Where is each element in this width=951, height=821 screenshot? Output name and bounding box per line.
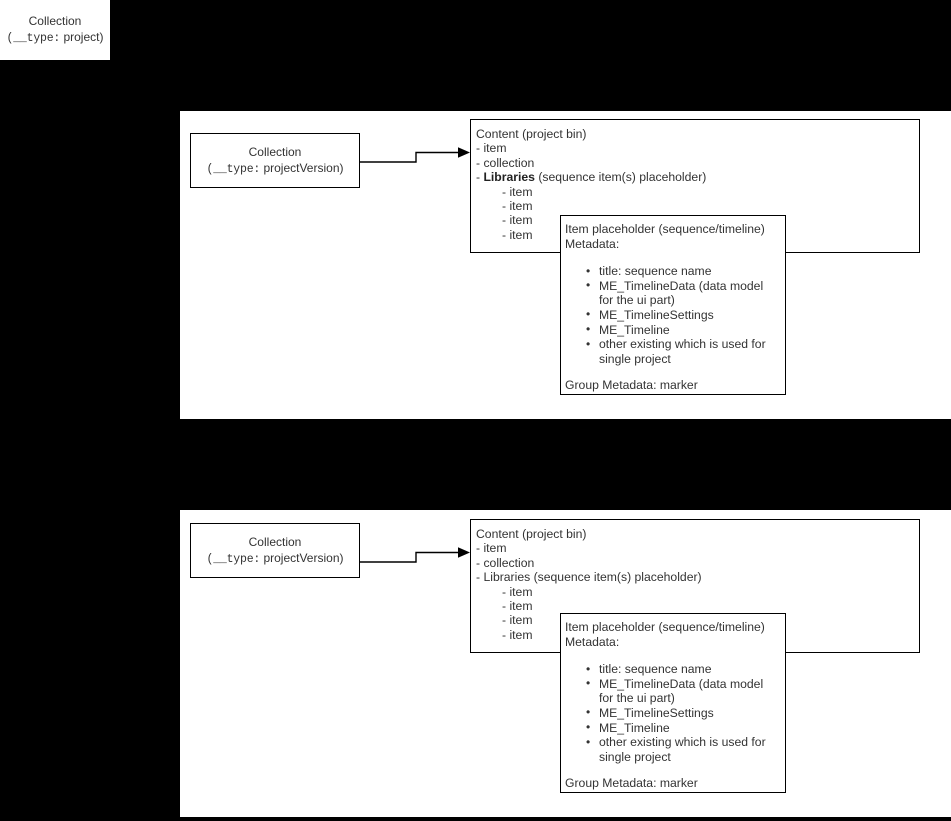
libraries-rest-top: (sequence item(s) placeholder) (534, 170, 707, 185)
content-child-1-top: - item (502, 184, 533, 199)
content-child-2-top: - item (502, 199, 533, 214)
collection-type-top: (__type: projectVersion) (191, 160, 359, 178)
content-child-4-top: - item (502, 227, 533, 242)
content-child-1-bottom: - item (502, 584, 533, 599)
item-placeholder-box-bottom[interactable]: Item placeholder (sequence/timeline) Met… (560, 613, 786, 793)
content-line-libraries-bottom: - Libraries (sequence item(s) placeholde… (476, 570, 919, 584)
metadata-item-other-bottom: other existing which is used for single … (586, 735, 779, 764)
placeholder-metadata-list-top: title: sequence name ME_TimelineData (da… (565, 264, 785, 366)
collection-type-key-top: (__type: (206, 162, 261, 176)
placeholder-title-bottom: Item placeholder (sequence/timeline) (565, 620, 765, 634)
item-placeholder-box-top[interactable]: Item placeholder (sequence/timeline) Met… (560, 215, 786, 395)
libraries-rest-bottom: (sequence item(s) placeholder) (530, 570, 702, 585)
metadata-item-timelinesettings-top: ME_TimelineSettings (586, 307, 779, 323)
placeholder-metadata-list-bottom: title: sequence name ME_TimelineData (da… (565, 662, 785, 764)
collection-type-key-bottom: (__type: (206, 552, 261, 566)
content-line-item-bottom: - item (476, 541, 507, 556)
collection-type-bottom: (__type: projectVersion) (191, 550, 359, 568)
libraries-dash-bottom: - (476, 570, 484, 585)
collection-projectversion-box-top[interactable]: Collection (__type: projectVersion) (190, 133, 360, 188)
placeholder-group-metadata-bottom: Group Metadata: marker (565, 776, 698, 791)
collection-label-top: Collection (248, 144, 302, 159)
collection-label-bottom: Collection (248, 534, 302, 549)
metadata-item-timelinedata-top: ME_TimelineData (data model for the ui p… (586, 278, 779, 308)
collection-project-type: (__type: project) (0, 29, 110, 47)
collection-project-type-value: project) (60, 30, 104, 44)
content-box-top[interactable]: Content (project bin) - item - collectio… (470, 119, 920, 253)
placeholder-title-top: Item placeholder (sequence/timeline) (565, 222, 765, 236)
content-child-2-bottom: - item (502, 599, 533, 614)
metadata-item-timelinedata-bottom: ME_TimelineData (data model for the ui p… (586, 676, 779, 706)
metadata-item-timeline-top: ME_Timeline (586, 322, 779, 338)
metadata-item-other-top: other existing which is used for single … (586, 337, 779, 366)
content-line-libraries-top: - Libraries (sequence item(s) placeholde… (476, 170, 919, 184)
libraries-dash-top: - (476, 170, 484, 185)
collection-projectversion-box-bottom[interactable]: Collection (__type: projectVersion) (190, 523, 360, 578)
content-child-4-bottom: - item (502, 627, 533, 642)
metadata-item-title-bottom: title: sequence name (586, 662, 779, 677)
metadata-item-title-top: title: sequence name (586, 264, 779, 279)
libraries-keyword-top: Libraries (483, 170, 535, 185)
collection-project-text: Collection (__type: project) (0, 13, 110, 47)
metadata-item-timelinesettings-bottom: ME_TimelineSettings (586, 705, 779, 721)
placeholder-metadata-label-bottom: Metadata: (565, 634, 620, 649)
collection-type-value-top: projectVersion) (260, 160, 344, 175)
collection-projectversion-text-top: Collection (__type: projectVersion) (191, 144, 359, 178)
collection-projectversion-text-bottom: Collection (__type: projectVersion) (191, 534, 359, 568)
placeholder-metadata-label-top: Metadata: (565, 236, 620, 251)
content-header-top: Content (project bin) (476, 127, 587, 141)
collection-project-type-key: (__type: (6, 32, 61, 45)
metadata-item-timeline-bottom: ME_Timeline (586, 720, 779, 736)
content-line-item-top: - item (476, 141, 507, 156)
content-header-bottom: Content (project bin) (476, 527, 587, 541)
content-child-3-top: - item (502, 213, 533, 228)
placeholder-group-metadata-top: Group Metadata: marker (565, 378, 698, 393)
collection-project-label: Collection (28, 14, 82, 28)
content-child-3-bottom: - item (502, 613, 533, 628)
collection-type-value-bottom: projectVersion) (260, 550, 344, 565)
content-line-collection-top: - collection (476, 155, 535, 170)
libraries-keyword-bottom: Libraries (483, 570, 531, 585)
content-line-collection-bottom: - collection (476, 555, 535, 570)
collection-project-box[interactable]: Collection (__type: project) (0, 0, 110, 60)
